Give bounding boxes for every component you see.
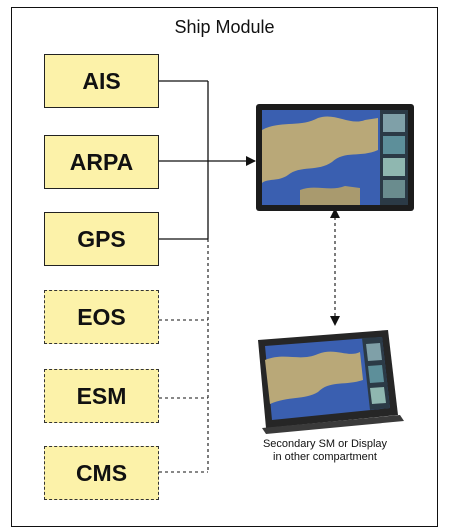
module-eos: EOS <box>44 290 159 344</box>
module-cms: CMS <box>44 446 159 500</box>
module-gps: GPS <box>44 212 159 266</box>
caption-line-2: in other compartment <box>273 451 377 463</box>
dashed-bus <box>159 239 209 473</box>
secondary-display-caption: Secondary SM or Display in other compart… <box>220 438 430 464</box>
secondary-display <box>258 330 404 434</box>
caption-line-1: Secondary SM or Display <box>262 438 388 450</box>
primary-display <box>256 104 414 211</box>
module-arpa: ARPA <box>44 135 159 189</box>
solid-bus <box>159 80 209 240</box>
module-esm: ESM <box>44 369 159 423</box>
diagram-title: Ship Module <box>174 17 275 37</box>
module-ais: AIS <box>44 54 159 108</box>
